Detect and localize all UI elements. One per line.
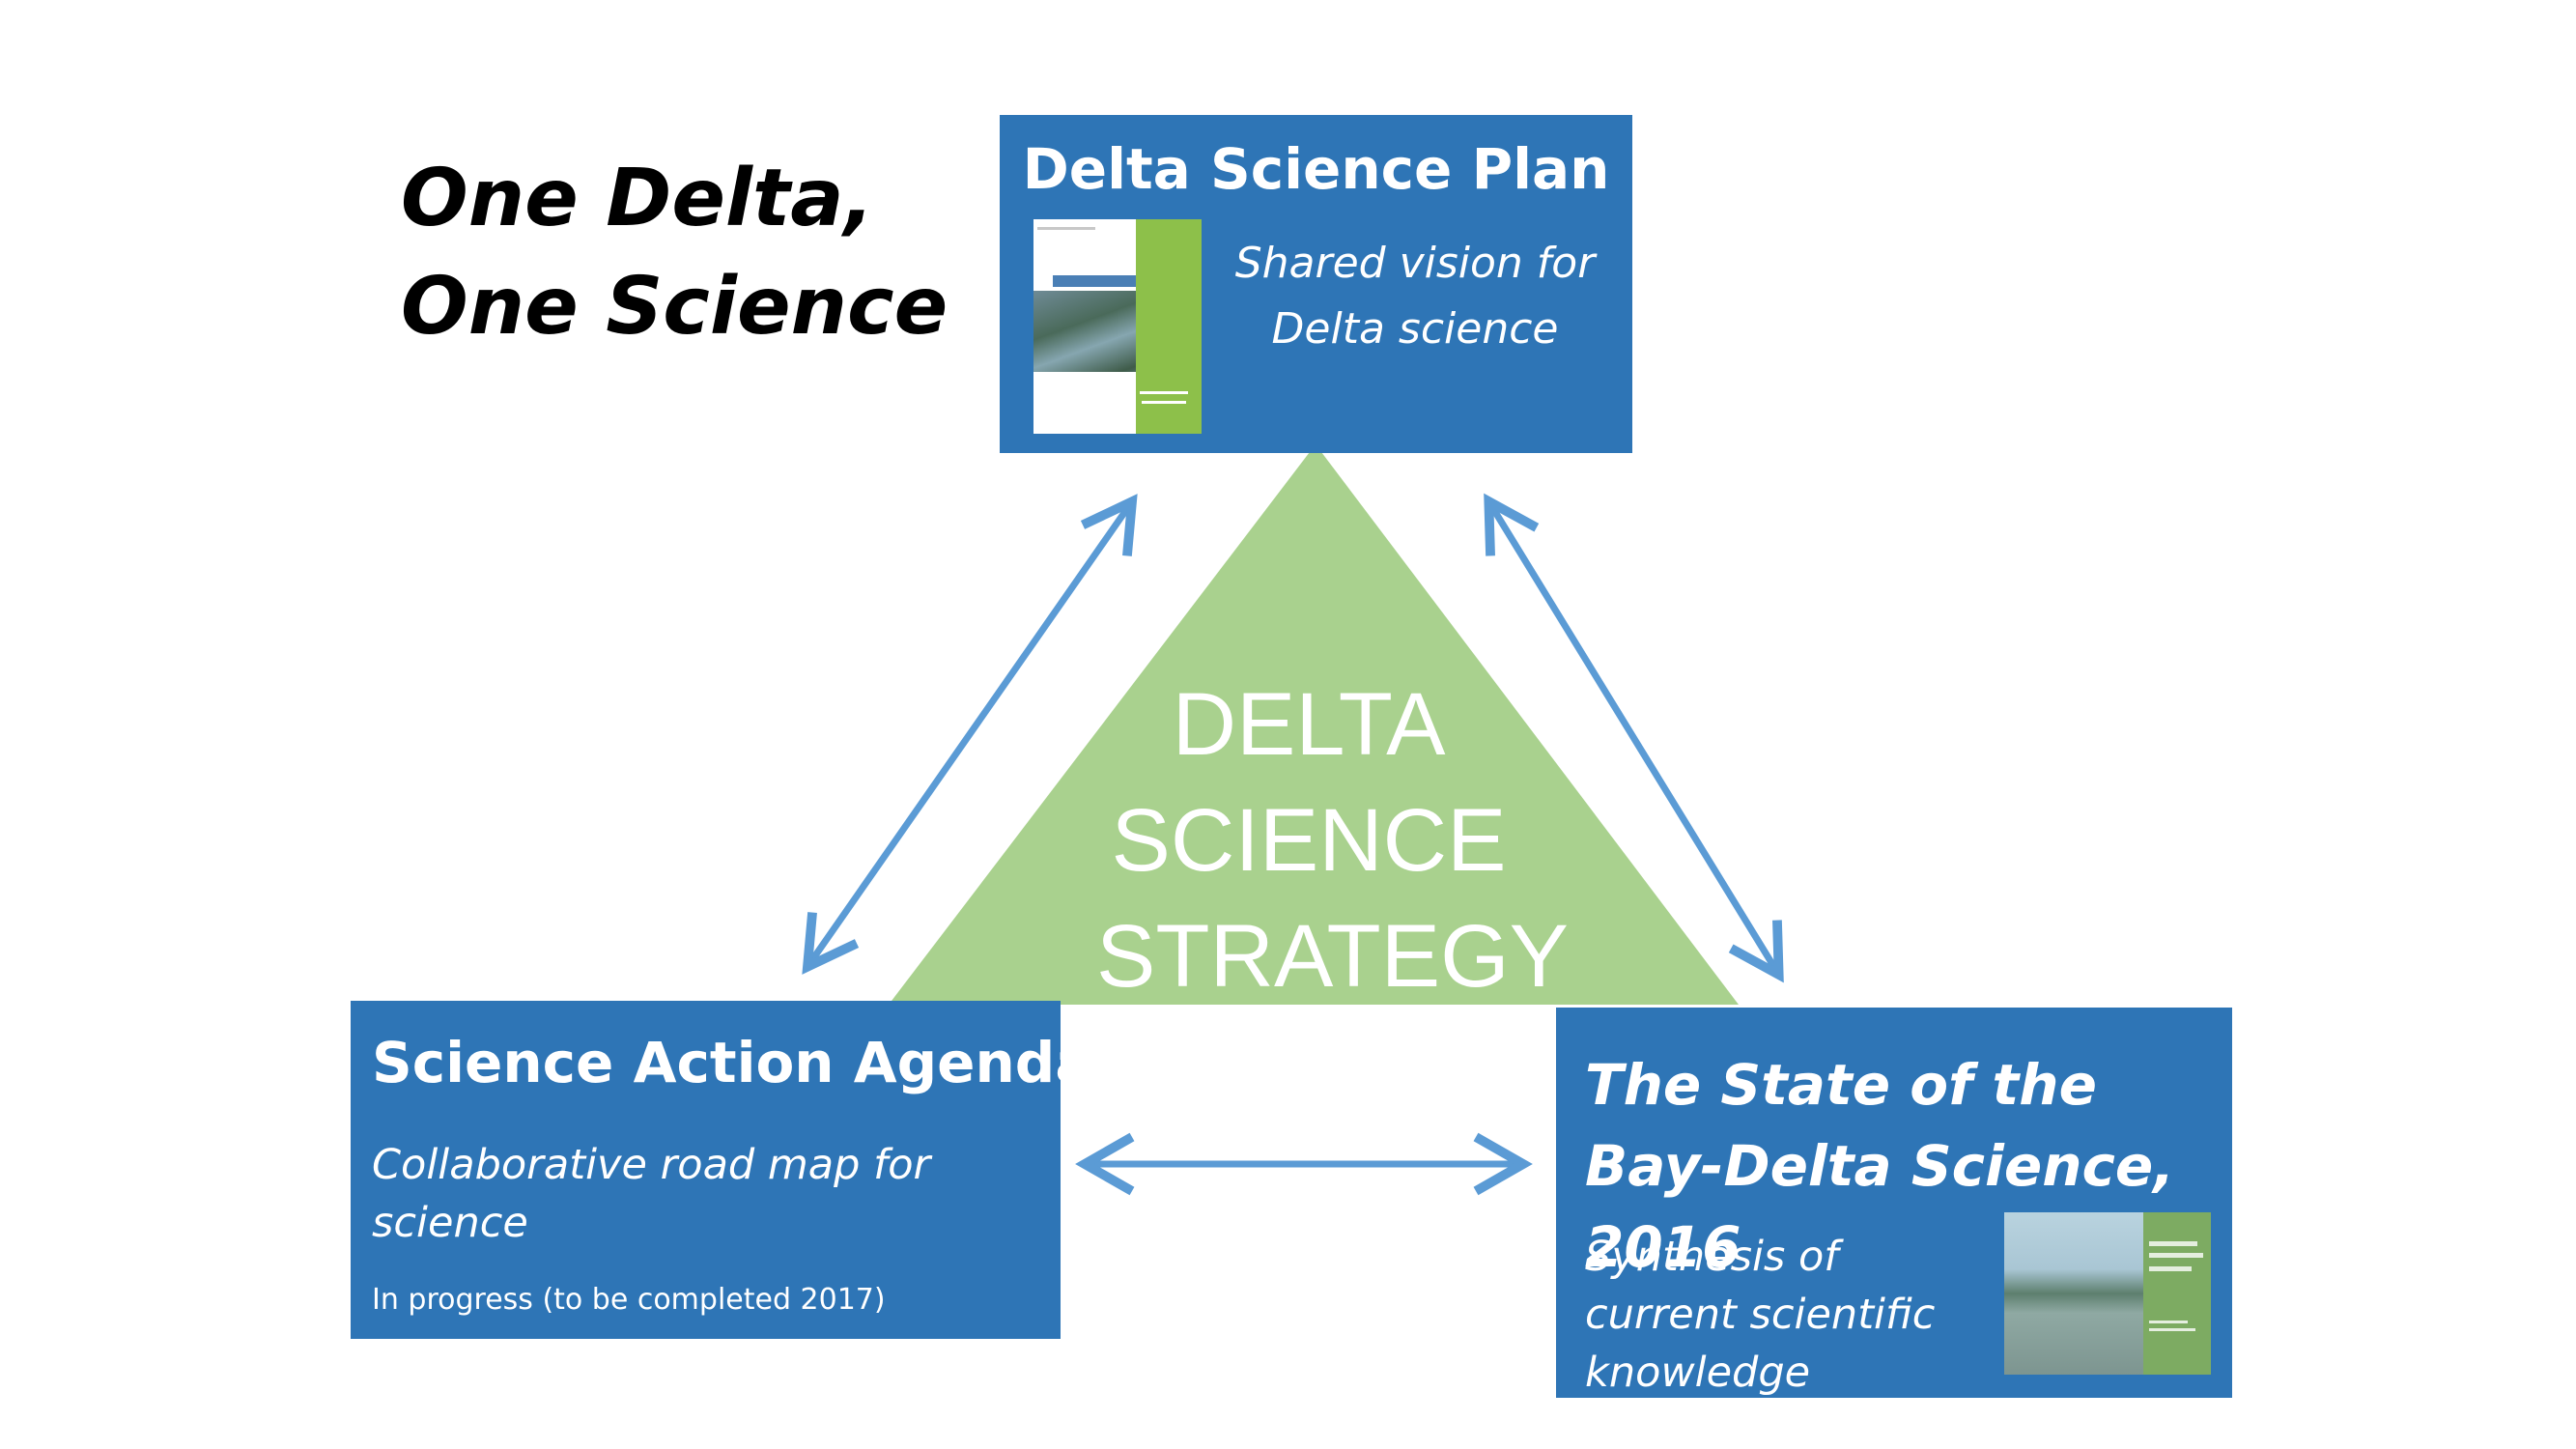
strategy-line-3: STRATEGY (1096, 907, 1570, 1006)
arrow-plan-state (1484, 493, 1784, 983)
delta-science-plan-box: Delta Science Plan Shared vision for Del… (1000, 115, 1632, 453)
plan-desc-line-2: Delta science (1271, 304, 1559, 354)
agenda-title: Science Action Agenda (372, 1030, 1093, 1095)
plan-desc-line-1: Shared vision for (1234, 239, 1596, 288)
agenda-status-note: In progress (to be completed 2017) (372, 1283, 886, 1317)
slogan: One Delta, One Science (401, 145, 948, 361)
strategy-label: DELTA SCIENCE STRATEGY (1096, 667, 1570, 1014)
science-action-agenda-box: Science Action Agenda Collaborative road… (351, 1001, 1092, 1339)
slogan-line-2: One Science (401, 261, 948, 353)
strategy-line-1: DELTA (1172, 675, 1446, 774)
state-title: The State of the Bay-Delta Science, 2016 (1585, 1052, 2175, 1280)
strategy-line-2: SCIENCE (1111, 791, 1507, 890)
state-description: Synthesis of current scientific knowledg… (1585, 1233, 1936, 1397)
state-of-science-box: The State of the Bay-Delta Science, 2016… (1556, 1008, 2232, 1398)
plan-title: Delta Science Plan (1022, 136, 1610, 202)
plan-cover-image (1033, 219, 1202, 434)
arrow-plan-agenda (802, 494, 1138, 975)
state-cover-image (2004, 1212, 2211, 1375)
plan-description: Shared vision for Delta science (1222, 231, 1608, 362)
agenda-description: Collaborative road map for science (372, 1141, 931, 1247)
slogan-line-1: One Delta, (401, 153, 874, 244)
